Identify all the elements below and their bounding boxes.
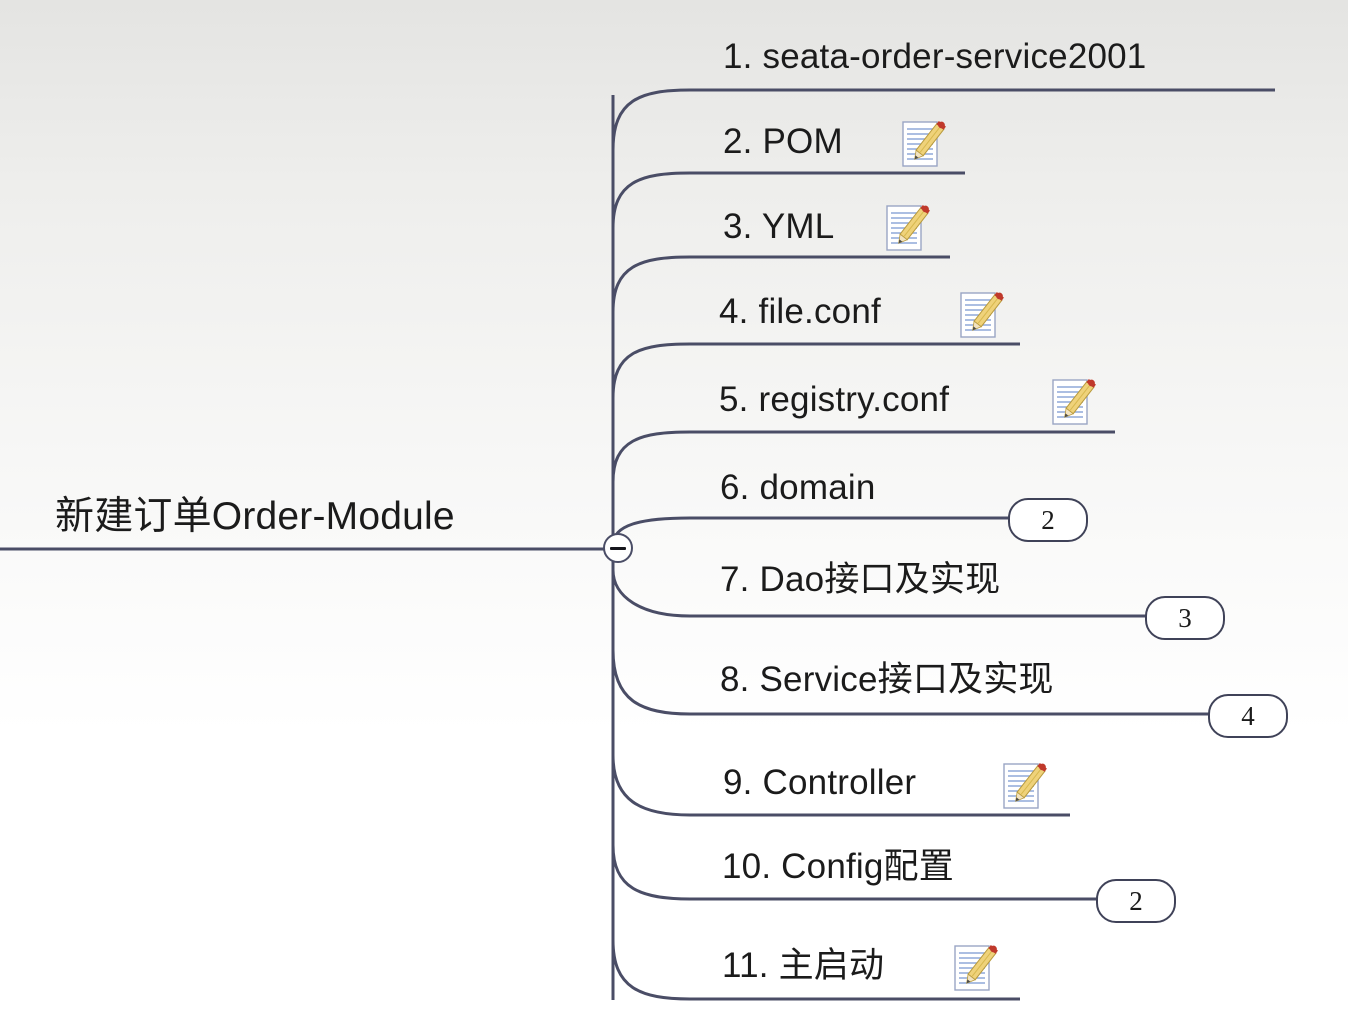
branch-badge-8[interactable]: 4 [1208,694,1288,738]
root-node-label: 新建订单Order-Module [55,495,455,538]
note-pencil-icon[interactable] [884,202,930,254]
branch-label-5[interactable]: 5. registry.conf [719,380,950,419]
branch-badge-6[interactable]: 2 [1008,498,1088,542]
minus-circle-icon [610,547,626,550]
note-pencil-icon[interactable] [900,118,946,170]
branch-label-6[interactable]: 6. domain [720,468,876,507]
note-pencil-icon[interactable] [1001,760,1047,812]
branch-badge-10[interactable]: 2 [1096,879,1176,923]
note-pencil-icon[interactable] [958,289,1004,341]
branch-label-4[interactable]: 4. file.conf [719,292,881,331]
branch-elbow-6 [611,516,1009,546]
branch-label-3[interactable]: 3. YML [723,207,835,246]
branch-label-7[interactable]: 7. Dao接口及实现 [720,560,1001,599]
note-pencil-icon[interactable] [1050,376,1096,428]
branch-label-10[interactable]: 10. Config配置 [722,847,954,886]
branch-label-2[interactable]: 2. POM [723,122,843,161]
collapse-toggle[interactable] [603,533,633,563]
branch-label-9[interactable]: 9. Controller [723,763,917,802]
branch-label-1[interactable]: 1. seata-order-service2001 [723,37,1147,76]
branch-label-11[interactable]: 11. 主启动 [722,946,885,985]
note-pencil-icon[interactable] [952,942,998,994]
branch-badge-7[interactable]: 3 [1145,596,1225,640]
branch-label-8[interactable]: 8. Service接口及实现 [720,660,1054,699]
